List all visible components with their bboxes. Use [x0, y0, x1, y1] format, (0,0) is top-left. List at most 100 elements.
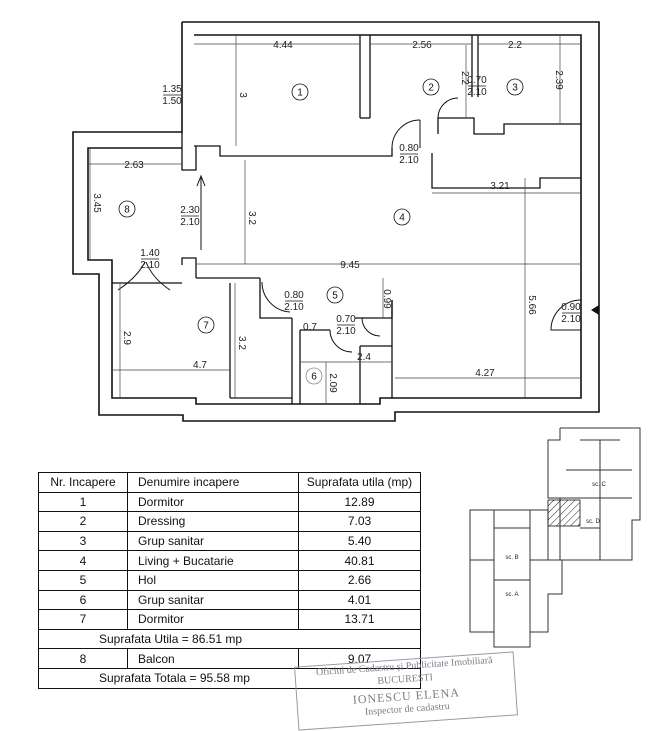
dim-2-4: 2.4 — [357, 352, 371, 363]
key-plan-labels: sc. C sc. D sc. B sc. A — [505, 482, 606, 598]
row-nr: 4 — [38, 550, 128, 571]
door-swings — [117, 97, 582, 353]
rooms-table: Nr. Incapere Denumire incapere Suprafata… — [38, 472, 421, 689]
dim-4-27: 4.27 — [475, 368, 495, 379]
row-area: 13.71 — [298, 609, 421, 630]
dim-2-2: 2.2 — [508, 40, 522, 51]
dim-3: 3 — [237, 92, 248, 98]
table-row: 5 Hol 2.66 — [38, 569, 421, 591]
dim-0-99: 0.99 — [381, 289, 392, 309]
room-2-marker: 2 — [422, 78, 440, 96]
dim-door-2-10-e: 2.10 — [561, 314, 581, 325]
usable-area-total-row: Suprafata Utila = 86.51 mp — [38, 628, 421, 650]
row-nr: 5 — [38, 569, 128, 591]
row-name: Living + Bucatarie — [127, 550, 299, 571]
row-nr: 6 — [38, 589, 128, 611]
row-nr: 2 — [38, 511, 128, 532]
room-4-marker: 4 — [393, 208, 411, 226]
row-area: 5.40 — [298, 530, 421, 552]
dimension-lines — [88, 35, 581, 404]
dim-3-2: 3.2 — [246, 211, 257, 225]
dim-3-45: 3.45 — [91, 193, 102, 213]
dim-window-2-10: 2.10 — [180, 217, 200, 228]
row-nr: 7 — [38, 609, 128, 630]
dim-2-9: 2.9 — [121, 331, 132, 345]
header-area: Suprafata utila (mp) — [298, 472, 421, 493]
row-area: 40.81 — [298, 550, 421, 571]
entrance-arrow — [591, 305, 599, 315]
room-4-number: 4 — [399, 213, 405, 224]
table-row: 7 Dormitor 13.71 — [38, 609, 421, 630]
room-6-number: 6 — [311, 372, 317, 383]
header-name: Denumire incapere — [127, 472, 299, 493]
dim-door-0-70-b: 0.70 — [336, 314, 356, 325]
row-area: 4.01 — [298, 589, 421, 611]
row-name: Dressing — [127, 511, 299, 532]
interior-walls — [112, 35, 581, 404]
usable-area-total: Suprafata Utila = 86.51 mp — [38, 628, 421, 650]
room-8-marker: 8 — [118, 200, 136, 218]
dim-door-2-10-c: 2.10 — [140, 260, 160, 271]
table-row: 2 Dressing 7.03 — [38, 511, 421, 532]
row-nr: 1 — [38, 491, 128, 513]
room-3-marker: 3 — [506, 78, 524, 96]
dim-door-0-90: 0.90 — [561, 302, 581, 313]
key-label-sc-c: sc. C — [592, 482, 606, 488]
row-name: Dormitor — [127, 491, 299, 513]
dim-window-2-30: 2.30 — [180, 205, 200, 216]
dim-1-35: 1.35 — [162, 84, 182, 95]
dim-4-44: 4.44 — [273, 40, 293, 51]
total-area: Suprafata Totala = 95.58 mp — [38, 667, 421, 689]
header-nr: Nr. Incapere — [38, 472, 128, 493]
key-label-sc-d: sc. D — [586, 519, 600, 525]
room-number-markers: 1 2 3 4 5 6 7 8 — [118, 78, 524, 385]
row-name: Hol — [127, 569, 299, 591]
dimension-labels: 4.44 2.56 2.2 3 2.39 2.2 1.35 1.50 0.70 … — [91, 40, 581, 393]
dim-door-1-40: 1.40 — [140, 248, 160, 259]
key-label-sc-b: sc. B — [505, 555, 518, 561]
dim-door-2-10-f: 2.10 — [336, 326, 356, 337]
dim-5-66: 5.66 — [526, 295, 537, 315]
room-3-number: 3 — [512, 83, 518, 94]
key-label-sc-a: sc. A — [505, 592, 518, 598]
table-row: 4 Living + Bucatarie 40.81 — [38, 550, 421, 571]
dim-2-56: 2.56 — [412, 40, 432, 51]
key-plan-highlight — [547, 499, 581, 527]
row-nr: 3 — [38, 530, 128, 552]
room-5-marker: 5 — [326, 286, 344, 304]
row-area: 2.66 — [298, 569, 421, 591]
outer-walls — [72, 21, 600, 422]
dim-2-63: 2.63 — [124, 160, 144, 171]
dim-door-0-80-b: 0.80 — [284, 290, 304, 301]
table-header-row: Nr. Incapere Denumire incapere Suprafata… — [38, 472, 421, 493]
table-row: 8 Balcon 9.07 — [38, 648, 421, 669]
room-2-number: 2 — [428, 83, 434, 94]
row-area: 12.89 — [298, 491, 421, 513]
room-8-number: 8 — [124, 205, 130, 216]
dim-door-0-70: 0.70 — [467, 75, 487, 86]
dim-9-45: 9.45 — [340, 260, 360, 271]
row-name: Dormitor — [127, 609, 299, 630]
row-name: Grup sanitar — [127, 589, 299, 611]
row-name: Grup sanitar — [127, 530, 299, 552]
dim-door-0-80: 0.80 — [399, 143, 419, 154]
dim-4-7: 4.7 — [193, 360, 207, 371]
dim-3-2-b: 3.2 — [236, 336, 247, 350]
key-plan — [469, 427, 641, 648]
dim-door-2-10-d: 2.10 — [284, 302, 304, 313]
room-7-number: 7 — [203, 321, 209, 332]
dim-1-50: 1.50 — [162, 96, 182, 107]
table-row: 3 Grup sanitar 5.40 — [38, 530, 421, 552]
dim-2-09: 2.09 — [327, 373, 338, 393]
row-name: Balcon — [127, 648, 299, 669]
dim-3-21: 3.21 — [490, 181, 510, 192]
room-1-number: 1 — [297, 88, 303, 99]
table-row: 6 Grup sanitar 4.01 — [38, 589, 421, 611]
total-area-row: Suprafata Totala = 95.58 mp — [38, 667, 421, 689]
dim-2-2-vertical: 2.2 — [459, 71, 470, 85]
table-row: 1 Dormitor 12.89 — [38, 491, 421, 513]
room-7-marker: 7 — [197, 316, 215, 334]
dim-door-2-10: 2.10 — [467, 87, 487, 98]
room-5-number: 5 — [332, 291, 338, 302]
